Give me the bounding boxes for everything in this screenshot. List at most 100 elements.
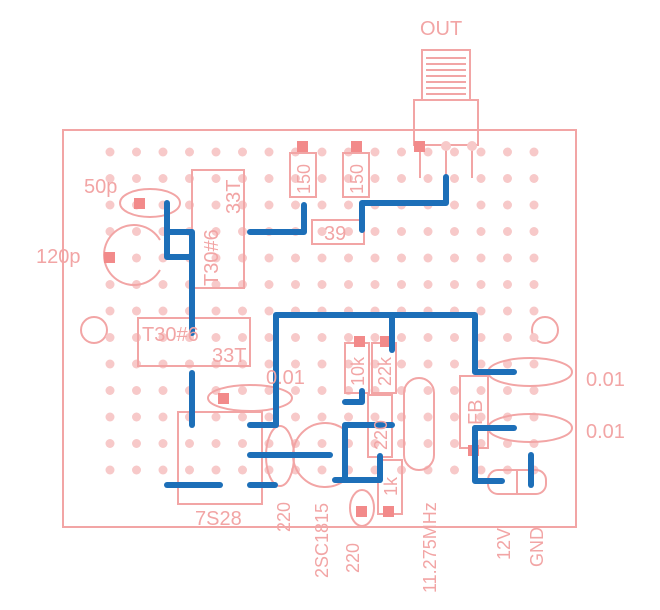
res-220-bottom-outline xyxy=(349,489,375,527)
pad xyxy=(264,253,274,263)
pad xyxy=(503,227,512,236)
pad xyxy=(238,253,247,263)
pad xyxy=(291,253,300,263)
pad xyxy=(476,465,486,475)
pad xyxy=(211,200,221,210)
pad xyxy=(264,200,274,210)
pad xyxy=(370,227,380,236)
pad xyxy=(291,174,300,183)
pad xyxy=(317,147,327,157)
pad xyxy=(211,147,221,157)
pad xyxy=(503,359,512,369)
pad xyxy=(344,253,353,263)
pad xyxy=(370,280,380,289)
pad xyxy=(238,306,247,316)
pad xyxy=(529,386,539,395)
trace xyxy=(472,425,505,484)
label-res-22k: 22k xyxy=(375,356,395,386)
pad xyxy=(450,359,459,369)
square-pad xyxy=(104,252,115,263)
pad xyxy=(211,306,221,316)
pad xyxy=(450,174,459,183)
square-pad xyxy=(351,141,362,152)
pad xyxy=(211,333,221,342)
pad xyxy=(467,141,477,151)
square-pad xyxy=(218,393,229,404)
pad xyxy=(476,306,486,316)
pad xyxy=(105,465,115,475)
pad xyxy=(264,147,274,157)
label-toroid-top-turns: 33T xyxy=(223,180,245,214)
pad xyxy=(423,412,433,422)
pad xyxy=(476,200,486,210)
pad xyxy=(158,280,168,289)
pad xyxy=(423,227,433,236)
pad xyxy=(291,359,300,369)
pad xyxy=(503,280,512,289)
mounting-hole-left xyxy=(80,316,108,344)
trace xyxy=(273,312,517,428)
pad xyxy=(158,147,168,157)
pad xyxy=(105,147,115,157)
pad xyxy=(158,439,168,448)
trace xyxy=(342,422,395,480)
label-toroid-mid: T30#6 xyxy=(142,324,199,346)
pad xyxy=(529,280,539,289)
pad xyxy=(158,306,168,316)
pad xyxy=(397,280,406,289)
pad xyxy=(291,333,300,342)
label-res-1k: 1k xyxy=(381,476,401,496)
pad xyxy=(397,174,406,183)
pad xyxy=(476,412,486,422)
pad xyxy=(211,465,221,475)
pad xyxy=(529,174,539,183)
pad xyxy=(397,227,406,236)
pad xyxy=(185,359,194,369)
pad xyxy=(317,227,327,236)
square-pad xyxy=(134,198,145,209)
pad xyxy=(238,439,247,448)
pad xyxy=(317,280,327,289)
pad xyxy=(132,359,141,369)
pad xyxy=(529,333,539,342)
pad xyxy=(423,253,433,263)
pad xyxy=(105,174,115,183)
pad xyxy=(529,439,539,448)
pad xyxy=(264,359,274,369)
label-res-150-left: 150 xyxy=(294,164,314,194)
pad xyxy=(105,200,115,210)
pad xyxy=(317,333,327,342)
pad xyxy=(264,306,274,316)
pad xyxy=(344,200,353,210)
trace xyxy=(359,174,449,233)
pad xyxy=(132,386,141,395)
pad xyxy=(450,412,459,422)
pad xyxy=(503,386,512,395)
pad xyxy=(476,386,486,395)
label-out: OUT xyxy=(420,18,462,40)
pad xyxy=(450,333,459,342)
pad xyxy=(105,386,115,395)
pad xyxy=(211,227,221,236)
pad xyxy=(476,227,486,236)
pad xyxy=(264,412,274,422)
mounting-hole-right xyxy=(531,316,559,344)
copper-traces xyxy=(164,174,534,488)
pad xyxy=(105,333,115,342)
pad xyxy=(450,386,459,395)
pad xyxy=(476,174,486,183)
pad xyxy=(211,280,221,289)
pad xyxy=(317,253,327,263)
pad xyxy=(158,359,168,369)
pad xyxy=(132,253,141,263)
square-pad xyxy=(380,336,391,347)
pad xyxy=(317,412,327,422)
pad xyxy=(264,386,274,395)
pad xyxy=(317,174,327,183)
pad xyxy=(450,439,459,448)
pad xyxy=(317,200,327,210)
label-res-220-left: 220 xyxy=(274,502,294,532)
trace xyxy=(332,453,383,483)
pad xyxy=(211,174,221,183)
